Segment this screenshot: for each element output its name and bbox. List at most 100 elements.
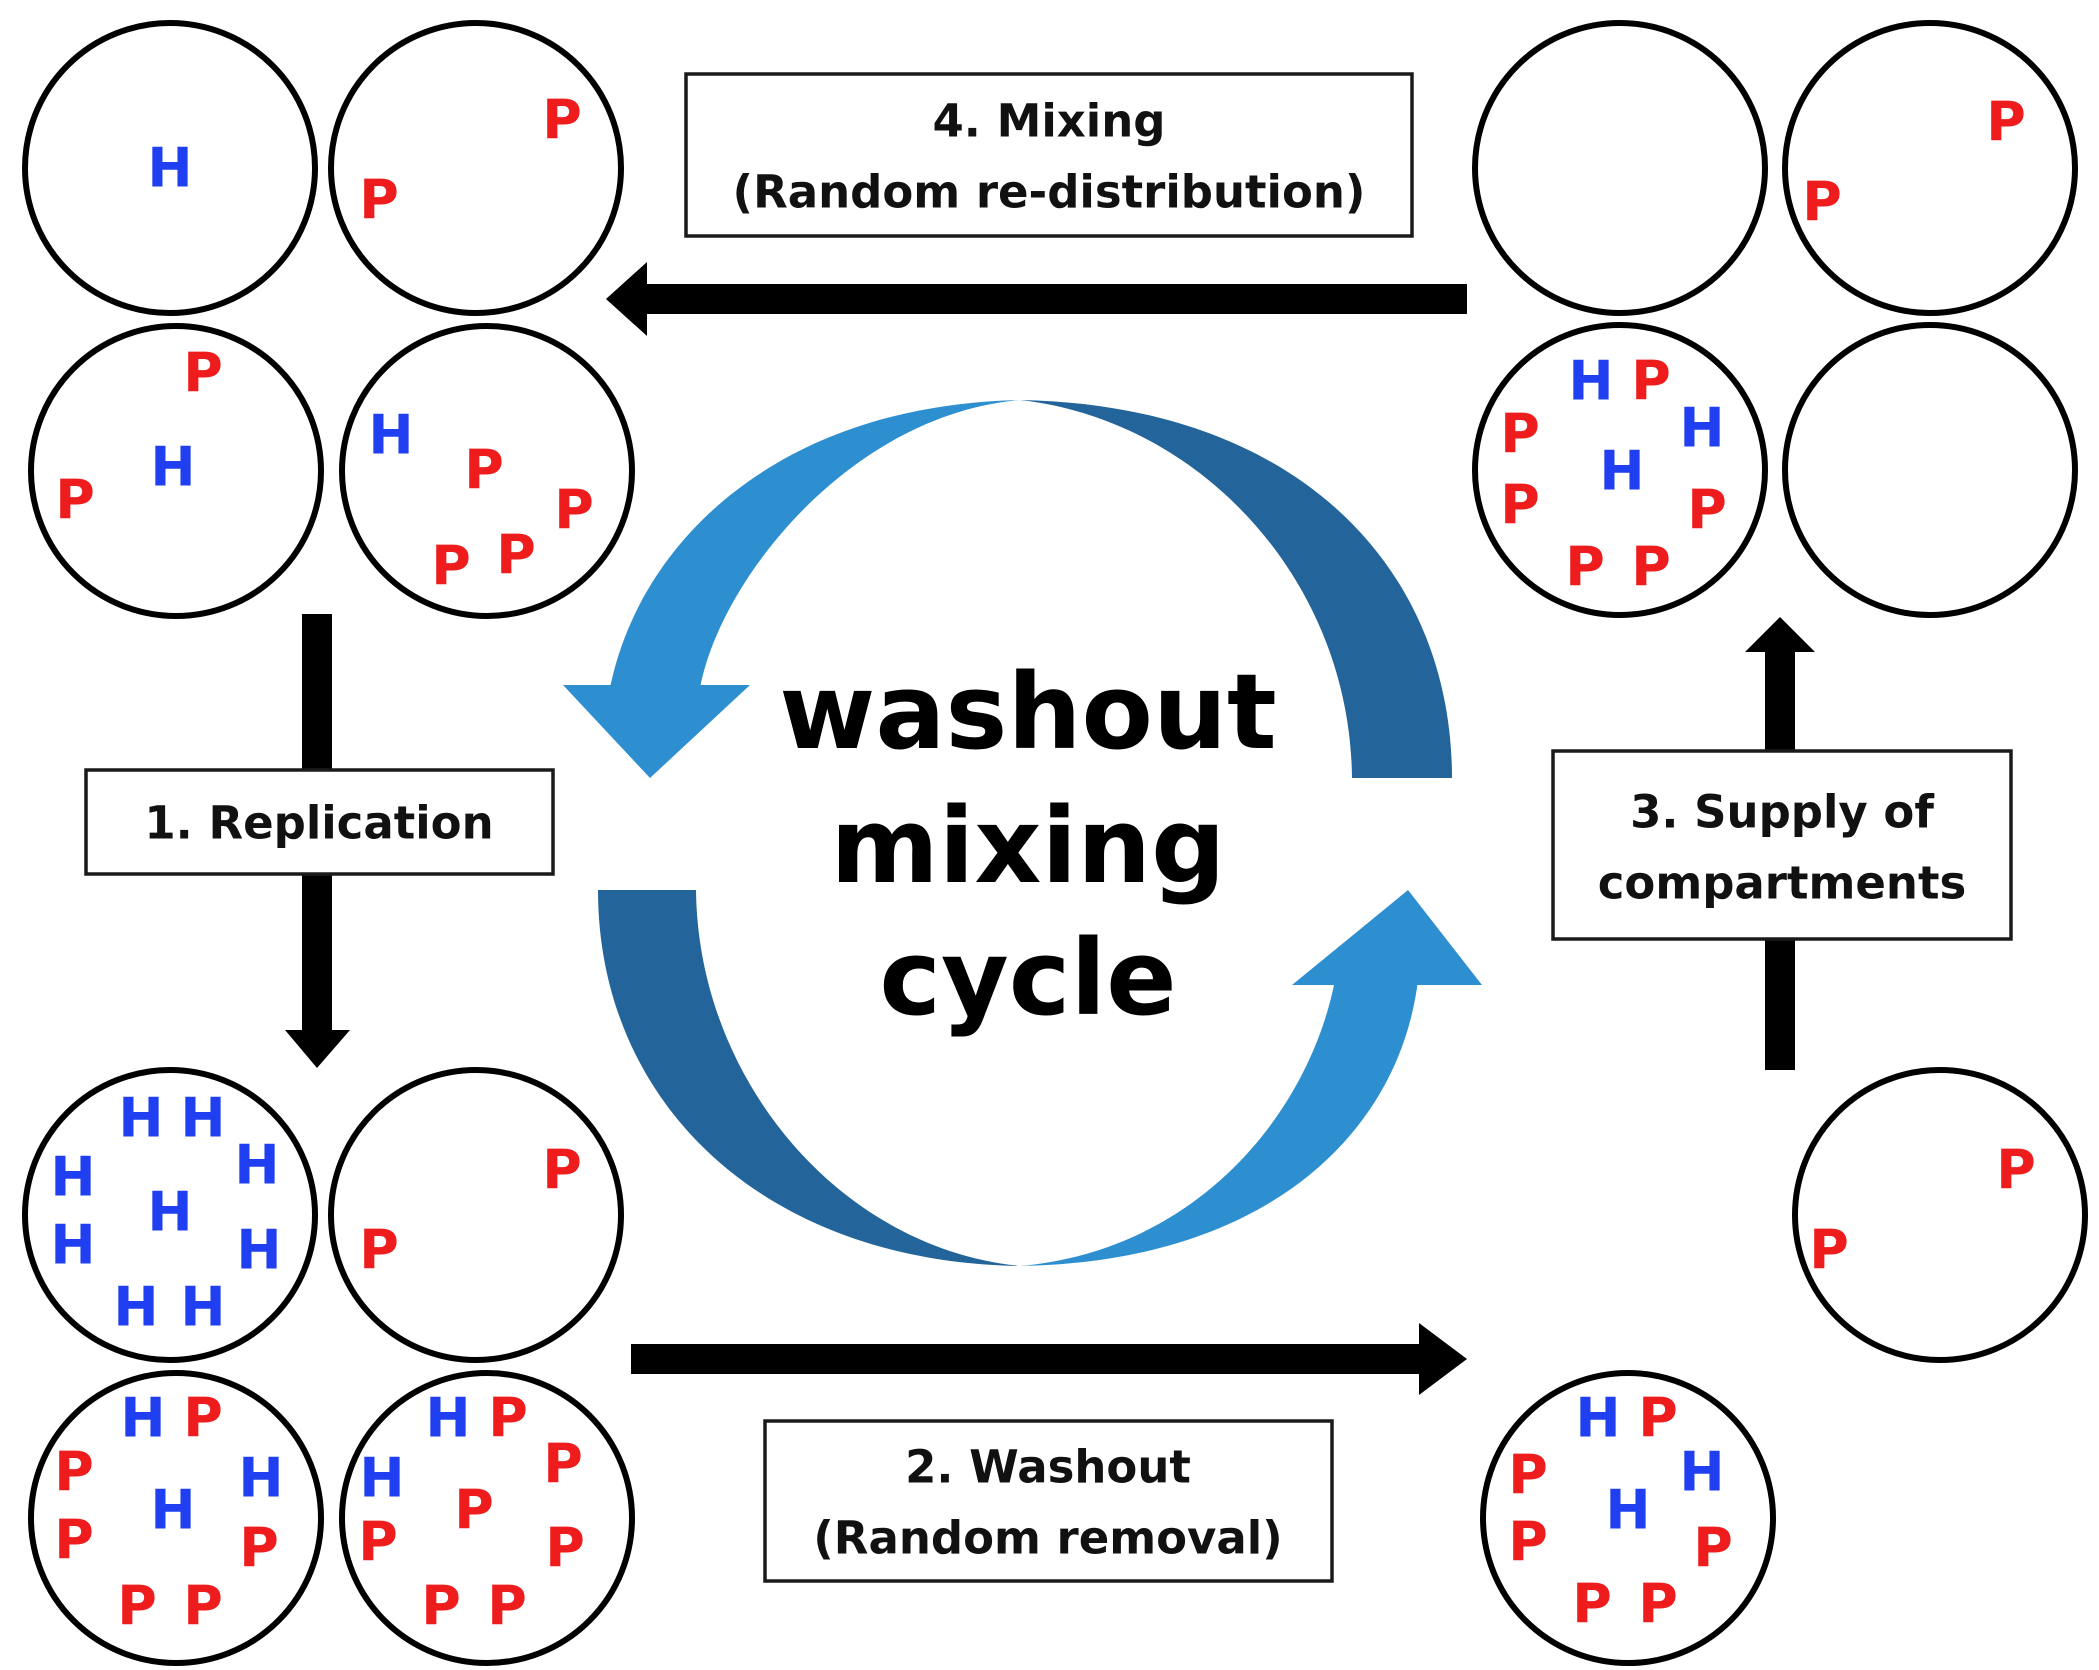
host-molecule: H xyxy=(1575,1387,1620,1450)
parasite-molecule: P xyxy=(1565,536,1605,599)
parasite-molecule: P xyxy=(542,1139,582,1202)
parasite-molecule: P xyxy=(359,169,399,232)
cycle-arrows xyxy=(563,400,1482,1266)
parasite-molecule: P xyxy=(359,1219,399,1282)
mixing-arrow-shaft xyxy=(645,284,1467,314)
parasite-molecule: P xyxy=(1687,479,1727,542)
host-molecule: H xyxy=(180,1087,225,1150)
parasite-molecule: P xyxy=(1996,1139,2036,1202)
cycle-arrow-bottom xyxy=(598,890,1020,1266)
compartment-bl-2: PP xyxy=(328,1067,624,1363)
washout-label-line1: 2. Washout xyxy=(905,1441,1191,1494)
mixing-label-line2: (Random re-distribution) xyxy=(733,166,1366,219)
mixing-arrow-head xyxy=(606,262,647,336)
step-replication: 1. Replication xyxy=(84,768,555,876)
compartment-tr-1 xyxy=(1472,20,1768,316)
parasite-molecule: P xyxy=(1809,1219,1849,1282)
compartment-circle xyxy=(22,1067,318,1363)
cycle-arrow-bottom-body xyxy=(1020,980,1418,1266)
washout-arrow-head xyxy=(1419,1323,1467,1395)
compartment-circle xyxy=(28,1370,324,1666)
host-molecule: H xyxy=(120,1387,165,1450)
replication-arrow-head xyxy=(285,1030,350,1068)
center-title-line1: washout xyxy=(779,651,1276,773)
host-molecule: H xyxy=(113,1276,158,1339)
parasite-molecule: P xyxy=(543,1433,583,1496)
host-molecule: H xyxy=(1568,350,1613,413)
supply-label-line1: 3. Supply of xyxy=(1630,786,1934,839)
parasite-molecule: P xyxy=(1508,1444,1548,1507)
parasite-molecule: P xyxy=(1638,1387,1678,1450)
parasite-molecule: P xyxy=(545,1517,585,1580)
washout-label-line2: (Random removal) xyxy=(813,1512,1283,1565)
parasite-molecule: P xyxy=(496,524,536,587)
host-molecule: H xyxy=(359,1447,404,1510)
parasite-molecule: P xyxy=(1572,1573,1612,1636)
host-molecule: H xyxy=(147,1181,192,1244)
host-molecule: H xyxy=(425,1387,470,1450)
host-molecule: H xyxy=(1599,440,1644,503)
compartment-br-1: PP xyxy=(1792,1067,2088,1363)
host-molecule: H xyxy=(368,404,413,467)
supply-label-line2: compartments xyxy=(1598,857,1967,910)
parasite-molecule: P xyxy=(1802,171,1842,234)
host-molecule: H xyxy=(1605,1479,1650,1542)
parasite-molecule: P xyxy=(54,1441,94,1504)
center-title-line3: cycle xyxy=(879,917,1176,1039)
compartment-circle xyxy=(1792,1067,2088,1363)
parasite-molecule: P xyxy=(1631,536,1671,599)
parasite-molecule: P xyxy=(54,1509,94,1572)
compartment-circle xyxy=(1480,1370,1776,1666)
replication-label: 1. Replication xyxy=(144,797,493,850)
center-title-line2: mixing xyxy=(830,785,1225,907)
compartment-tl-3: PHP xyxy=(28,323,324,619)
washout-box xyxy=(763,1419,1334,1583)
compartment-circle xyxy=(22,20,318,316)
supply-box xyxy=(1551,749,2013,941)
host-molecule: H xyxy=(180,1276,225,1339)
parasite-molecule: P xyxy=(358,1511,398,1574)
parasite-molecule: P xyxy=(487,1575,527,1638)
parasite-molecule: P xyxy=(1631,350,1671,413)
parasite-molecule: P xyxy=(1500,474,1540,537)
host-molecule: H xyxy=(1679,397,1724,460)
supply-arrow-head xyxy=(1745,617,1815,652)
compartment-circle xyxy=(339,1370,635,1666)
washout-arrow-shaft xyxy=(631,1344,1421,1374)
parasite-molecule: P xyxy=(55,469,95,532)
cycle-arrow-top xyxy=(1020,400,1452,778)
compartment-circle xyxy=(328,1067,624,1363)
compartment-circle xyxy=(1782,20,2078,316)
compartment-tl-2: PP xyxy=(328,20,624,316)
compartment-circle xyxy=(1782,322,2078,618)
parasite-molecule: P xyxy=(183,1575,223,1638)
host-molecule: H xyxy=(238,1447,283,1510)
step-mixing: 4. Mixing (Random re-distribution) xyxy=(684,72,1414,238)
host-molecule: H xyxy=(50,1214,95,1277)
compartment-circle xyxy=(328,20,624,316)
parasite-molecule: P xyxy=(542,89,582,152)
parasite-molecule: P xyxy=(554,479,594,542)
compartment-circle xyxy=(339,323,635,619)
step-washout: 2. Washout (Random removal) xyxy=(763,1419,1334,1583)
cycle-arrow-bottom-head xyxy=(1292,890,1482,985)
host-molecule: H xyxy=(236,1219,281,1282)
mixing-box xyxy=(684,72,1414,238)
host-molecule: H xyxy=(150,1479,195,1542)
host-molecule: H xyxy=(234,1134,279,1197)
compartment-circle xyxy=(28,323,324,619)
replication-box xyxy=(84,768,555,876)
parasite-molecule: P xyxy=(1986,91,2026,154)
parasite-molecule: P xyxy=(1500,403,1540,466)
compartment-tr-4 xyxy=(1782,322,2078,618)
host-molecule: H xyxy=(1679,1441,1724,1504)
compartment-tr-2: PP xyxy=(1782,20,2078,316)
parasite-molecule: P xyxy=(464,439,504,502)
parasite-molecule: P xyxy=(1693,1517,1733,1580)
parasite-molecule: P xyxy=(239,1517,279,1580)
